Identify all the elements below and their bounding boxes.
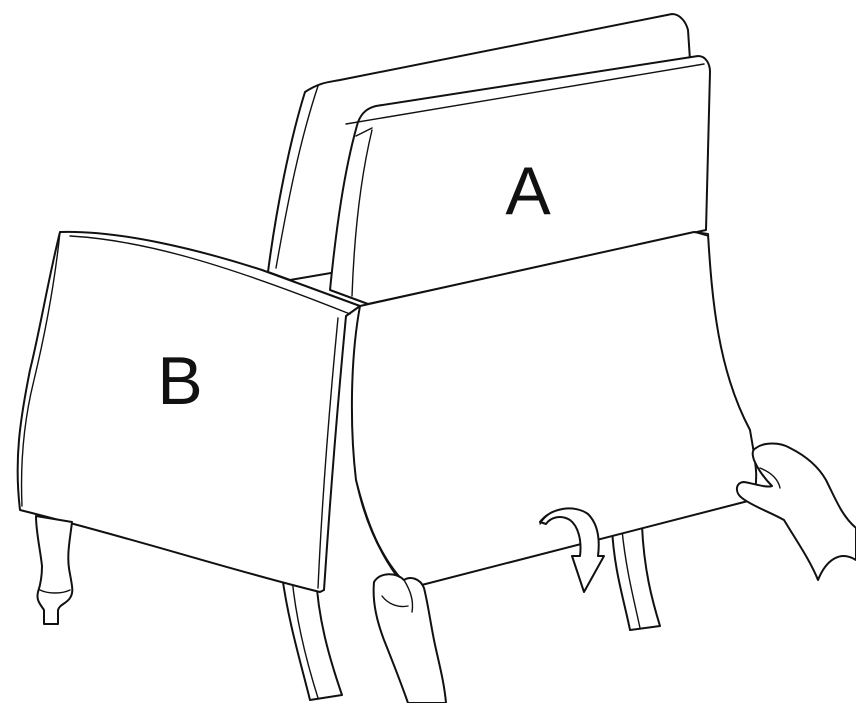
right-hand: [737, 444, 856, 581]
label-a: A: [505, 153, 551, 229]
left-hand: [374, 574, 446, 703]
rear-left-leg: [282, 575, 342, 700]
rear-right-leg: [612, 526, 660, 630]
front-left-leg: [36, 516, 72, 624]
label-b: B: [157, 343, 202, 419]
